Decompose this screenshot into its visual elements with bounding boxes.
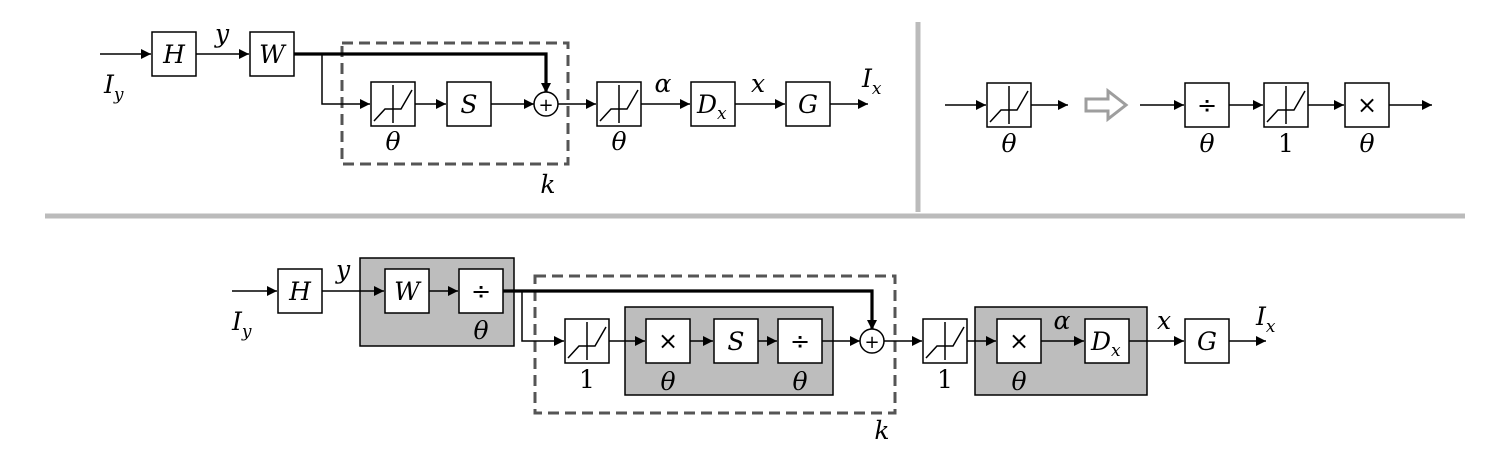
summing-plus: + — [864, 332, 879, 353]
threshold-icon — [599, 85, 639, 123]
iteration-box — [533, 274, 897, 415]
panel-bottom: k Iy H y W ÷ θ 1 × θ S — [231, 255, 1276, 445]
signal-y-label: y — [214, 19, 230, 48]
block-G-label: G — [1197, 327, 1217, 356]
divide-inner-symbol: ÷ — [790, 327, 810, 355]
iteration-k-label: k — [540, 170, 555, 199]
block-divide-inner — [777, 318, 823, 364]
threshold-icon — [1266, 86, 1306, 124]
multiply-theta-label: θ — [660, 367, 675, 396]
block-H-label: H — [162, 40, 186, 69]
multiply-output-theta-label: θ — [1011, 367, 1026, 396]
block-H-label: H — [288, 277, 312, 306]
block-multiply — [645, 318, 691, 364]
divide-theta-label: θ — [1199, 129, 1214, 158]
divide-symbol: ÷ — [471, 277, 491, 305]
block-S — [446, 81, 492, 127]
block-S-label: S — [460, 90, 477, 119]
block-W — [249, 31, 295, 77]
divide-symbol: ÷ — [1197, 91, 1217, 119]
input-label-Iy: Iy — [103, 70, 124, 105]
signal-y-label: y — [335, 255, 351, 284]
panel-top-right: θ ÷ θ 1 × θ — [945, 82, 1432, 158]
block-W — [384, 268, 430, 314]
block-G-label: G — [798, 90, 818, 119]
threshold-one-label: 1 — [579, 365, 595, 394]
block-S-label: S — [727, 327, 744, 356]
threshold-icon — [567, 322, 607, 360]
block-Dx-label: Dx — [696, 90, 727, 124]
threshold-icon — [989, 86, 1029, 124]
threshold-one-label: 1 — [1278, 129, 1294, 158]
multiply-output-symbol: × — [1009, 327, 1029, 355]
output-label-Ix: Ix — [1255, 302, 1276, 337]
block-divide — [458, 268, 504, 314]
signal-x-label: x — [751, 69, 765, 98]
block-G — [1184, 318, 1230, 364]
threshold-icon — [373, 85, 413, 123]
threshold-output-one-label: 1 — [937, 365, 953, 394]
threshold-theta-label: θ — [1001, 129, 1016, 158]
signal-x-label: x — [1157, 306, 1171, 335]
signal-alpha-label: α — [655, 69, 672, 98]
block-H — [151, 31, 197, 77]
threshold-theta-label: θ — [385, 127, 400, 156]
signal-alpha-label: α — [1054, 306, 1071, 335]
implies-arrow-icon — [1084, 87, 1129, 123]
block-W-label: W — [259, 40, 287, 69]
summing-plus: + — [538, 95, 553, 116]
threshold-icon — [925, 322, 965, 360]
iteration-k-label: k — [874, 416, 889, 445]
block-W-label: W — [394, 277, 422, 306]
multiply-symbol: × — [658, 327, 678, 355]
multiply-theta-label: θ — [1359, 129, 1374, 158]
divide-inner-theta-label: θ — [792, 367, 807, 396]
multiply-symbol: × — [1357, 91, 1377, 119]
divide-theta-label: θ — [473, 316, 488, 345]
output-label-Ix: Ix — [861, 64, 882, 99]
threshold-output-theta-label: θ — [611, 127, 626, 156]
input-label-Iy: Iy — [231, 307, 252, 342]
block-H — [277, 268, 323, 314]
block-S — [713, 318, 759, 364]
panel-top-left: Iy H y W k θ S + θ — [100, 19, 882, 199]
block-Dx-label: Dx — [1090, 327, 1121, 361]
